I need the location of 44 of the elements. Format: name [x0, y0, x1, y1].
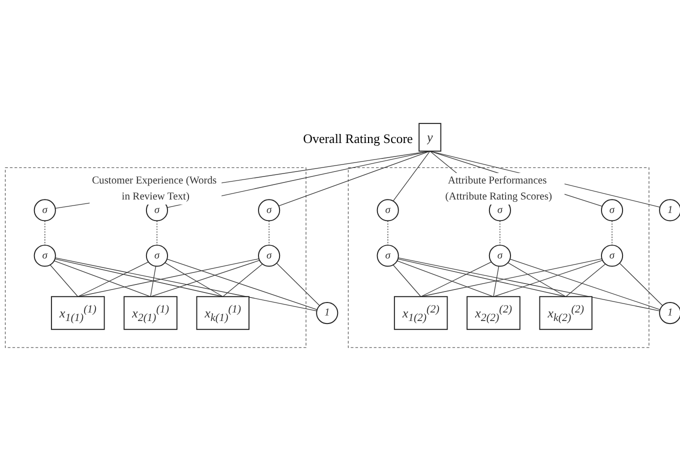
connector	[54, 258, 318, 312]
connector	[268, 220, 270, 246]
node-circle: σ	[376, 244, 399, 267]
connector	[150, 266, 156, 297]
connector	[493, 266, 500, 297]
connector	[78, 258, 260, 297]
connector	[276, 262, 320, 306]
node-circle: 1	[659, 302, 680, 324]
node-circle: 1	[659, 199, 680, 222]
connector	[392, 264, 422, 297]
connector	[50, 264, 78, 297]
connector	[396, 260, 494, 297]
connector	[493, 260, 603, 297]
node-circle: σ	[488, 244, 511, 267]
connector	[156, 220, 158, 246]
connector	[566, 264, 606, 297]
node-circle: 1	[316, 302, 338, 324]
node-circle: σ	[600, 244, 624, 267]
connector	[278, 150, 430, 206]
connector	[54, 258, 224, 297]
node-circle: σ	[600, 199, 624, 222]
connector	[78, 262, 149, 297]
connector	[164, 262, 224, 297]
connector	[398, 258, 566, 297]
connector	[510, 258, 660, 310]
connector	[420, 258, 602, 297]
node-circle: σ	[34, 199, 56, 222]
connector	[54, 260, 151, 297]
connector	[619, 262, 663, 306]
connector	[392, 150, 430, 202]
node-box: y	[418, 122, 442, 152]
node-circle: σ	[376, 199, 399, 222]
connector	[150, 260, 260, 297]
node-circle: σ	[258, 244, 280, 267]
node-caption: Overall Rating Score	[303, 131, 413, 146]
node-circle: σ	[258, 199, 280, 222]
connector	[44, 220, 46, 246]
node-circle: σ	[146, 244, 168, 267]
connector	[420, 262, 492, 297]
connector	[508, 262, 566, 297]
connector	[398, 258, 660, 312]
connector	[166, 258, 318, 310]
connector	[222, 264, 263, 297]
node-circle: σ	[34, 244, 56, 267]
